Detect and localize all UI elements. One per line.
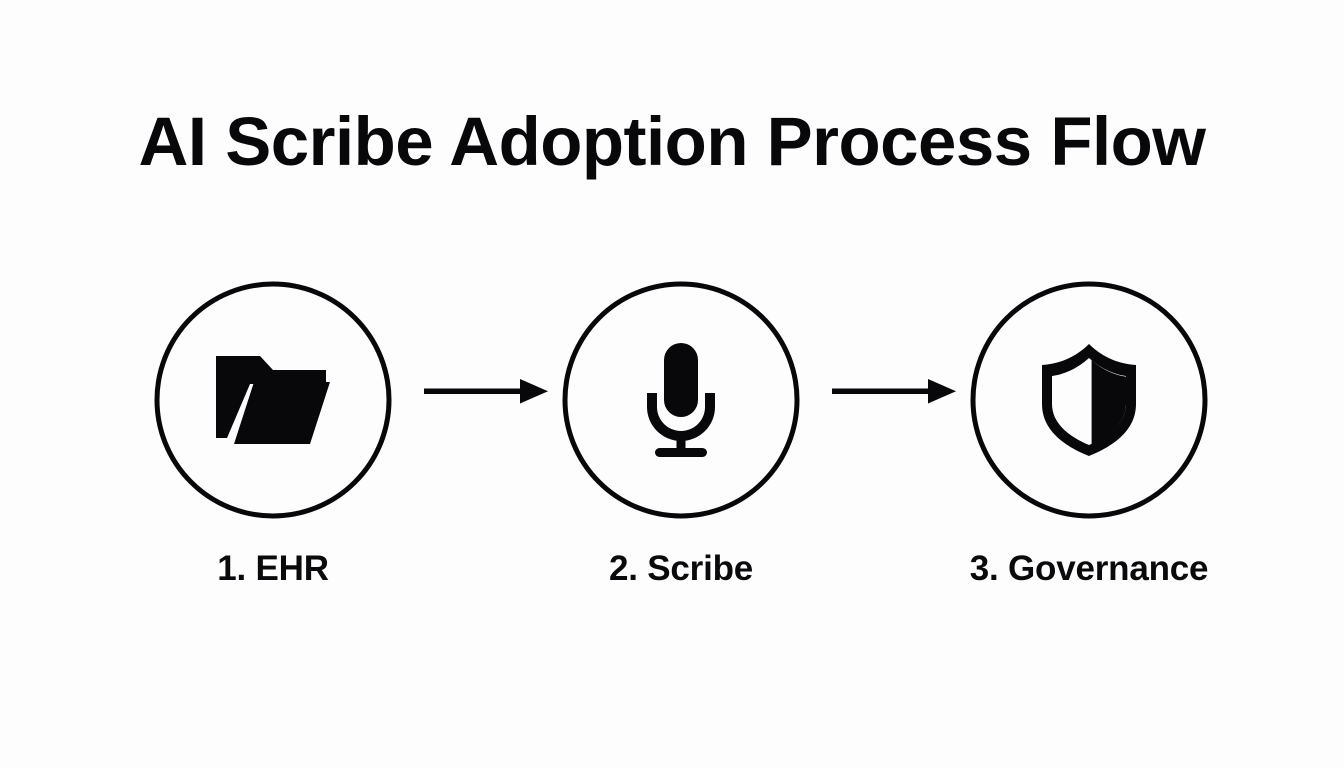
step-label-ehr: 1. EHR [217, 549, 329, 588]
flow-node-governance[interactable] [970, 281, 1208, 519]
flow-arrow-2 [832, 371, 958, 411]
flow-node-ehr[interactable] [154, 281, 392, 519]
shield-icon [970, 281, 1208, 519]
step-label-governance: 3. Governance [969, 549, 1209, 588]
folder-open-icon [154, 281, 392, 519]
node-circle-outline [562, 281, 800, 519]
flow-arrow-1 [424, 371, 550, 411]
step-label-scribe: 2. Scribe [608, 549, 754, 588]
page-title: AI Scribe Adoption Process Flow [138, 103, 1206, 180]
step-labels-row: 1. EHR 2. Scribe 3. Governance [0, 548, 1344, 604]
flow-node-scribe[interactable] [562, 281, 800, 519]
microphone-icon [562, 281, 800, 519]
node-circle-outline [154, 281, 392, 519]
process-flow-row [0, 281, 1344, 521]
node-circle-outline [970, 281, 1208, 519]
